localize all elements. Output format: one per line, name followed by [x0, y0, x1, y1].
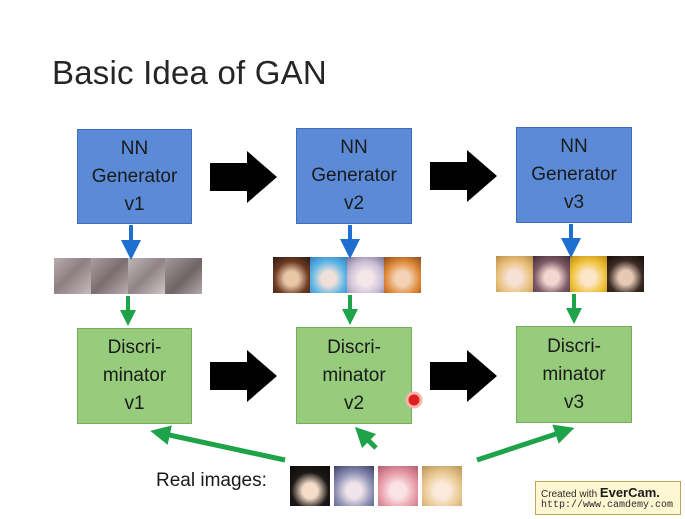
real-images-strip [290, 466, 462, 506]
real-arrow-to-disc-v3 [476, 424, 575, 463]
blurry-face-image [128, 258, 165, 294]
blurry-face-image [165, 258, 202, 294]
discriminator-v1-label: Discri- minator v1 [102, 337, 167, 414]
evercam-watermark: Created with EverCam. http://www.camdemy… [535, 481, 681, 515]
generator-v1-label: NN Generator v1 [91, 137, 178, 215]
generated-images-v2 [273, 257, 421, 293]
slide-title: Basic Idea of GAN [52, 54, 327, 91]
step-arrow-gen-2-3 [430, 150, 497, 202]
generator-v1-box: NN Generator v1 [77, 129, 192, 224]
real-arrow-to-disc-v1 [150, 425, 286, 463]
anime-face-image [347, 257, 384, 293]
step-arrow-disc-2-3 [430, 350, 497, 402]
real-anime-face-image [290, 466, 330, 506]
anime-face-image [310, 257, 347, 293]
discriminator-v1-box: Discri- minator v1 [77, 328, 192, 424]
anime-face-image [384, 257, 421, 293]
real-arrow-to-disc-v2 [354, 426, 378, 450]
generator-v3-label: NN Generator v3 [531, 136, 617, 213]
generator-v2-box: NN Generator v2 [296, 128, 412, 224]
real-images-label: Real images: [156, 470, 267, 491]
real-anime-face-image [422, 466, 462, 506]
watermark-prefix: Created with [541, 489, 598, 500]
watermark-brand: EverCam. [599, 485, 660, 500]
discriminator-v2-label: Discri- minator v2 [322, 336, 386, 414]
step-arrow-gen-1-2 [210, 151, 277, 203]
blurry-face-image [54, 258, 91, 294]
blurry-face-image [91, 258, 128, 294]
cursor-dot-icon [405, 391, 423, 409]
real-anime-face-image [334, 466, 374, 506]
discriminator-v2-box: Discri- minator v2 [296, 327, 412, 424]
watermark-url: http://www.camdemy.com [541, 500, 674, 511]
anime-face-image [570, 256, 607, 292]
real-anime-face-image [378, 466, 418, 506]
generated-images-v3 [496, 256, 644, 292]
step-arrow-disc-1-2 [210, 350, 277, 402]
discriminator-v3-label: Discri- minator v3 [542, 335, 606, 413]
anime-face-image [273, 257, 310, 293]
anime-face-image [533, 256, 570, 292]
generator-v3-box: NN Generator v3 [516, 127, 632, 223]
generated-images-v1 [54, 258, 202, 294]
discriminator-v3-box: Discri- minator v3 [516, 326, 632, 423]
anime-face-image [607, 256, 644, 292]
anime-face-image [496, 256, 533, 292]
generator-v2-label: NN Generator v2 [311, 137, 397, 214]
